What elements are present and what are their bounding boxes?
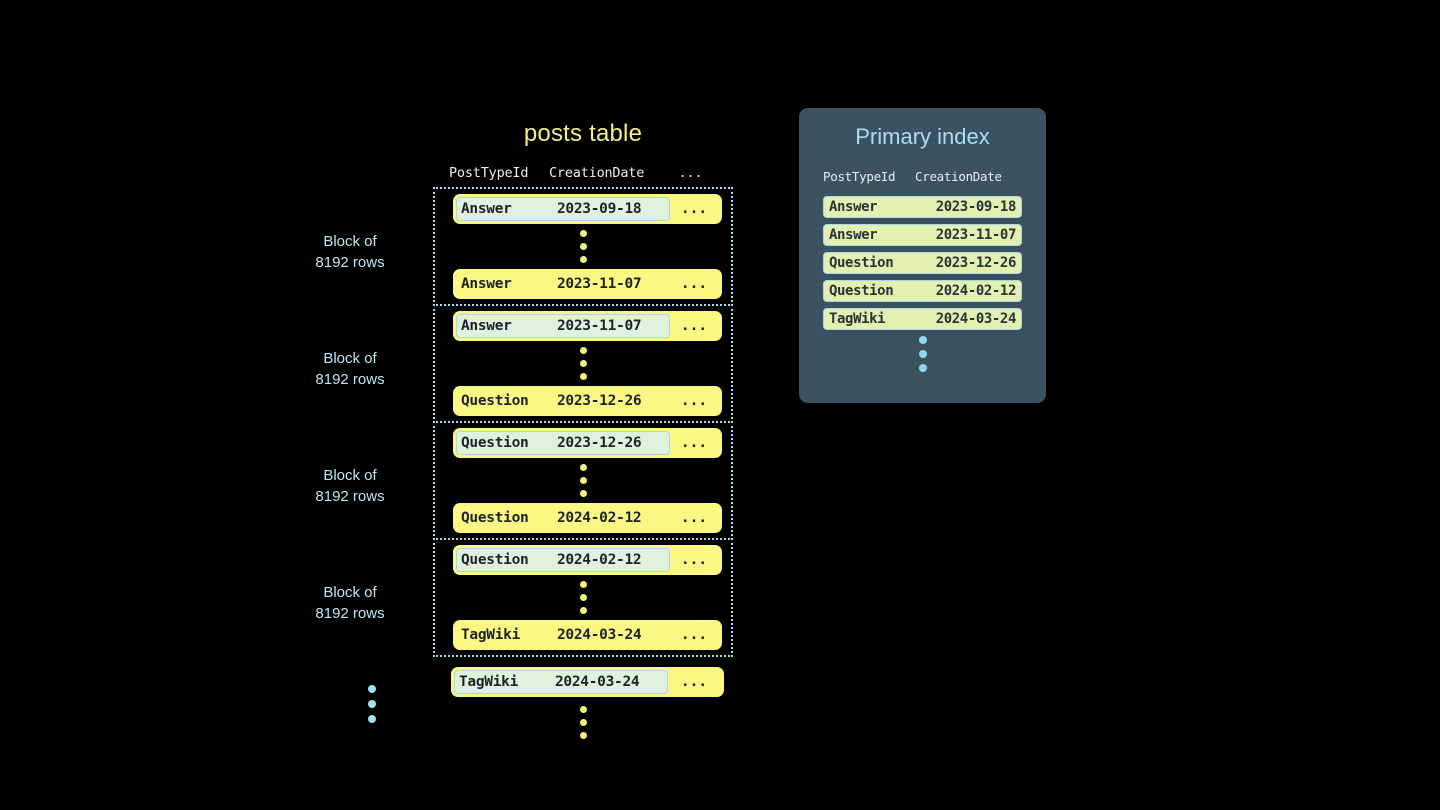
table-row[interactable]: TagWiki 2024-03-24 ... [451,667,724,697]
table-row[interactable]: Question 2024-02-12 ... [453,545,722,575]
cell-ellipsis: ... [680,510,708,526]
primary-index-panel: Primary index PostTypeId CreationDate An… [799,108,1046,403]
cell-posttypeid: TagWiki [461,627,521,643]
cell-posttypeid: Question [461,552,529,568]
index-row[interactable]: Answer 2023-09-18 [823,196,1022,218]
block-of-rows: Block of 8192 rows Answer 2023-11-07 ...… [315,304,733,423]
cell-posttypeid: Question [461,435,529,451]
cell-posttypeid: Answer [461,318,512,334]
column-header-creationdate: CreationDate [549,165,645,181]
index-cell-creationdate: 2023-09-18 [935,199,1017,215]
index-cell-posttypeid: Question [829,283,894,299]
cell-ellipsis: ... [680,318,708,334]
block-label-line1: Block of [323,584,377,601]
block-of-rows: Block of 8192 rows Answer 2023-09-18 ...… [315,187,733,306]
row-key-cells: TagWiki 2024-03-24 [456,623,670,647]
table-row[interactable]: Answer 2023-09-18 ... [453,194,722,224]
posts-table-group: posts table PostTypeId CreationDate ... … [315,118,733,745]
primary-index-rows: Answer 2023-09-18 Answer 2023-11-07 Ques… [813,196,1032,330]
row-ellipsis-dots [435,575,731,620]
cell-posttypeid: Answer [461,201,512,217]
column-header-ellipsis: ... [678,165,703,181]
row-key-cells: Question 2023-12-26 [456,431,670,455]
index-row[interactable]: TagWiki 2024-03-24 [823,308,1022,330]
index-continues-dots [813,336,1032,372]
index-row[interactable]: Question 2024-02-12 [823,280,1022,302]
table-row[interactable]: Question 2024-02-12 ... [453,503,722,533]
row-key-cells: Answer 2023-11-07 [456,272,670,296]
block-label: Block of 8192 rows [290,231,410,273]
block-label-line1: Block of [323,233,377,250]
row-ellipsis-dots [435,224,731,269]
block-label-line2: 8192 rows [315,605,385,622]
block-label-line1: Block of [323,467,377,484]
table-row[interactable]: Answer 2023-11-07 ... [453,269,722,299]
row-key-cells: Answer 2023-09-18 [456,197,670,221]
table-row[interactable]: TagWiki 2024-03-24 ... [453,620,722,650]
cell-ellipsis: ... [680,393,708,409]
index-cell-creationdate: 2024-02-12 [935,283,1017,299]
blocks-wrapper: Block of 8192 rows Answer 2023-09-18 ...… [315,187,733,745]
block-label-line1: Block of [323,350,377,367]
cell-ellipsis: ... [680,435,708,451]
cell-creationdate: 2024-03-24 [555,674,640,690]
table-continues-dots [433,700,733,745]
primary-index-column-headers: PostTypeId CreationDate [813,165,1032,187]
block-label-line2: 8192 rows [315,371,385,388]
cell-creationdate: 2023-09-18 [557,201,642,217]
block-label: Block of 8192 rows [290,348,410,390]
block-of-rows: Block of 8192 rows Question 2023-12-26 .… [315,421,733,540]
blocks-continue-dots [368,685,376,723]
index-cell-creationdate: 2023-11-07 [935,227,1017,243]
cell-ellipsis: ... [680,674,708,690]
cell-posttypeid: Question [461,393,529,409]
row-key-cells: Question 2023-12-26 [456,389,670,413]
index-cell-posttypeid: Question [829,255,894,271]
row-ellipsis-dots [435,458,731,503]
cell-creationdate: 2024-03-24 [557,627,642,643]
block-label: Block of 8192 rows [290,465,410,507]
cell-ellipsis: ... [680,201,708,217]
cell-creationdate: 2024-02-12 [557,552,642,568]
row-key-cells: Question 2024-02-12 [456,506,670,530]
row-key-cells: TagWiki 2024-03-24 [454,670,668,694]
posts-table-column-headers: PostTypeId CreationDate ... [433,162,733,184]
column-header-posttypeid: PostTypeId [449,165,529,181]
index-cell-posttypeid: Answer [829,199,878,215]
block-label: Block of 8192 rows [290,582,410,624]
row-key-cells: Answer 2023-11-07 [456,314,670,338]
primary-index-title: Primary index [855,124,990,149]
cell-posttypeid: Question [461,510,529,526]
index-row[interactable]: Question 2023-12-26 [823,252,1022,274]
index-cell-posttypeid: Answer [829,227,878,243]
row-key-cells: Question 2024-02-12 [456,548,670,572]
cell-ellipsis: ... [680,627,708,643]
table-row[interactable]: Question 2023-12-26 ... [453,386,722,416]
cell-creationdate: 2024-02-12 [557,510,642,526]
table-row[interactable]: Question 2023-12-26 ... [453,428,722,458]
row-ellipsis-dots [435,341,731,386]
table-row[interactable]: Answer 2023-11-07 ... [453,311,722,341]
cell-ellipsis: ... [680,276,708,292]
cell-posttypeid: Answer [461,276,512,292]
cell-creationdate: 2023-12-26 [557,393,642,409]
cell-creationdate: 2023-11-07 [557,318,642,334]
cell-ellipsis: ... [680,552,708,568]
index-row[interactable]: Answer 2023-11-07 [823,224,1022,246]
index-cell-creationdate: 2023-12-26 [935,255,1017,271]
block-label-line2: 8192 rows [315,254,385,271]
cell-creationdate: 2023-12-26 [557,435,642,451]
index-column-header-posttypeid: PostTypeId [823,168,896,184]
index-cell-creationdate: 2024-03-24 [935,311,1017,327]
cell-posttypeid: TagWiki [459,674,519,690]
index-cell-posttypeid: TagWiki [829,311,886,327]
block-of-rows: Block of 8192 rows Question 2024-02-12 .… [315,538,733,657]
index-column-header-creationdate: CreationDate [915,168,1002,184]
cell-creationdate: 2023-11-07 [557,276,642,292]
block-label-line2: 8192 rows [315,488,385,505]
page-title: posts table [523,120,643,147]
